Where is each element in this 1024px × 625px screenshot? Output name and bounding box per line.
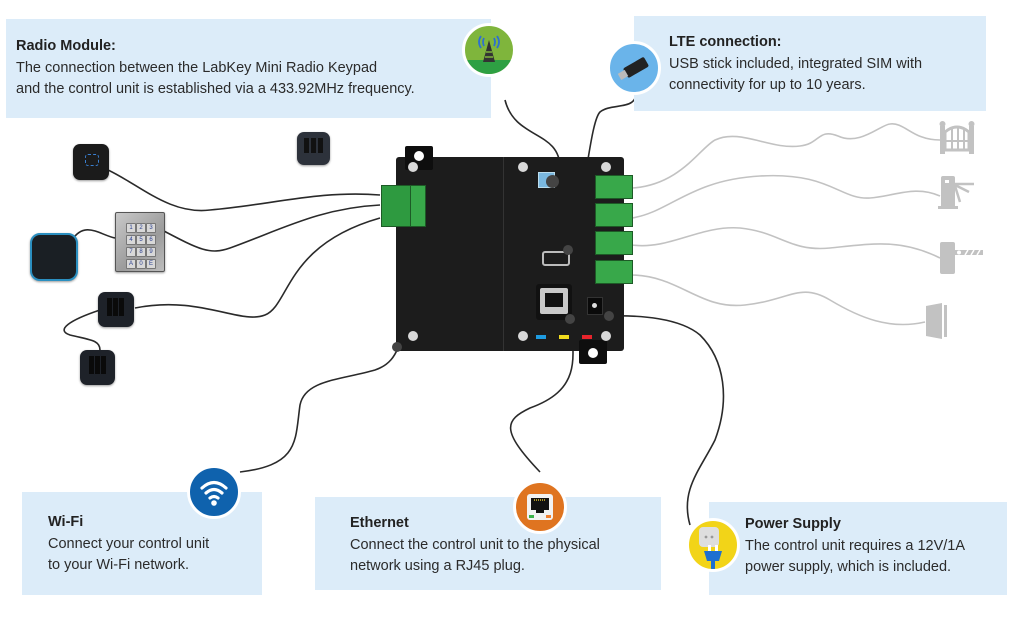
keypad-wall-dark bbox=[297, 132, 330, 165]
power-supply-card: Power Supply The control unit requires a… bbox=[709, 502, 1007, 595]
wire-power bbox=[607, 315, 725, 526]
keypad-prox-1 bbox=[98, 292, 134, 327]
wire-door bbox=[631, 274, 926, 326]
keypad-key: A bbox=[126, 259, 136, 269]
wire-keypad-2 bbox=[161, 204, 381, 252]
relay-terminal-4 bbox=[595, 260, 633, 284]
keypad-prox-2 bbox=[80, 350, 115, 385]
power-plug-icon bbox=[686, 518, 740, 572]
wire-wifi bbox=[239, 347, 399, 473]
radio-tower-icon bbox=[462, 23, 516, 77]
keypad-touch-blue bbox=[30, 233, 78, 281]
keypad-key: 8 bbox=[136, 247, 146, 257]
wifi-icon bbox=[187, 465, 241, 519]
connection-dot bbox=[565, 314, 575, 324]
door-icon bbox=[926, 303, 947, 339]
connection-dot bbox=[392, 342, 402, 352]
ethernet-description: Connect the control unit to the physical… bbox=[350, 537, 600, 574]
wire-barrier bbox=[631, 227, 941, 259]
gate-icon bbox=[939, 121, 975, 154]
wifi-card: Wi-Fi Connect your control unit to your … bbox=[22, 492, 262, 595]
board-divider bbox=[503, 157, 504, 351]
keypad-key: 1 bbox=[126, 223, 136, 233]
keypad-key: 4 bbox=[126, 235, 136, 245]
wire-keypad-1 bbox=[107, 169, 381, 212]
keypad-mini-radio bbox=[73, 144, 109, 180]
status-led-red bbox=[582, 335, 592, 339]
radio-module-card: Radio Module: The connection between the… bbox=[6, 19, 491, 118]
radio-module-description: The connection between the LabKey Mini R… bbox=[16, 60, 415, 97]
screw-icon bbox=[518, 162, 528, 172]
wire-keypad-3 bbox=[71, 228, 116, 241]
keypad-key: 5 bbox=[136, 235, 146, 245]
dc-power-jack bbox=[587, 297, 603, 315]
screw-icon bbox=[408, 162, 418, 172]
keypad-key: 3 bbox=[146, 223, 156, 233]
wire-keypad-4 bbox=[134, 217, 381, 318]
keypad-key: 6 bbox=[146, 235, 156, 245]
ethernet-title: Ethernet bbox=[350, 515, 409, 531]
usb-port bbox=[542, 251, 570, 266]
lte-card: LTE connection: USB stick included, inte… bbox=[634, 16, 986, 111]
keypad-key: 7 bbox=[126, 247, 136, 257]
ethernet-card: Ethernet Connect the control unit to the… bbox=[315, 497, 661, 590]
screw-icon bbox=[518, 331, 528, 341]
keypad-key: 9 bbox=[146, 247, 156, 257]
relay-terminal-2 bbox=[595, 203, 633, 227]
connection-dot bbox=[546, 175, 559, 188]
power-supply-title: Power Supply bbox=[745, 516, 841, 532]
wire-keypad-5 bbox=[63, 309, 101, 351]
status-led-yellow bbox=[559, 335, 569, 339]
screw-icon bbox=[601, 331, 611, 341]
lte-title: LTE connection: bbox=[669, 34, 782, 50]
keypad-key: 2 bbox=[136, 223, 146, 233]
usb-stick-icon bbox=[607, 41, 661, 95]
screw-icon bbox=[408, 331, 418, 341]
ethernet-port-icon bbox=[513, 480, 567, 534]
keypad-key: 0 bbox=[136, 259, 146, 269]
wire-gate bbox=[631, 123, 941, 189]
radio-module-title: Radio Module: bbox=[16, 38, 116, 54]
wire-turnstile bbox=[631, 174, 941, 219]
screw-icon bbox=[601, 162, 611, 172]
wifi-description: Connect your control unit to your Wi-Fi … bbox=[48, 536, 210, 573]
connection-dot bbox=[563, 245, 573, 255]
relay-terminal-3 bbox=[595, 231, 633, 255]
mounting-tab-bottom bbox=[579, 340, 607, 364]
keypad-terminal-block bbox=[381, 185, 426, 227]
control-unit bbox=[396, 157, 624, 351]
lte-description: USB stick included, integrated SIM with … bbox=[669, 56, 923, 93]
keypad-key: E bbox=[146, 259, 156, 269]
connection-dot bbox=[604, 311, 614, 321]
power-supply-description: The control unit requires a 12V/1A power… bbox=[745, 538, 966, 575]
status-led-blue bbox=[536, 335, 546, 339]
relay-terminal-1 bbox=[595, 175, 633, 199]
turnstile-icon bbox=[938, 176, 974, 209]
wifi-title: Wi-Fi bbox=[48, 514, 84, 530]
barrier-icon bbox=[940, 242, 983, 274]
